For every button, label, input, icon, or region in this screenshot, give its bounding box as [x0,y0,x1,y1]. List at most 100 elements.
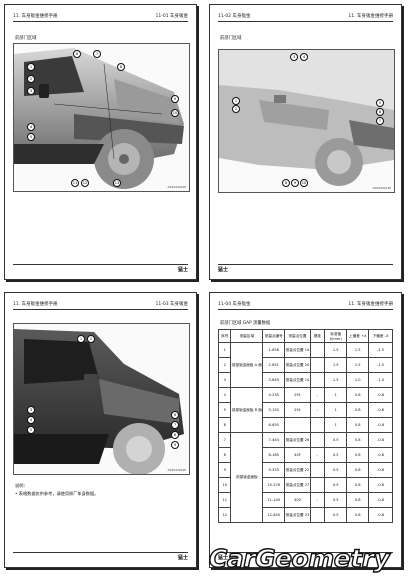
table-cell [309,432,326,448]
callout-12: 12 [81,179,89,187]
callout-5: 5 [27,133,35,141]
table-cell [309,342,326,358]
note-title: 说明： [15,483,28,488]
table-cell: 9-333 [262,462,286,478]
section-title: 前部门区域 GAP 测量数据 [220,321,271,326]
table-cell: 测量点位置 23 [284,507,311,523]
table-cell [309,462,326,478]
table-cell: 0.8 [346,432,370,448]
callout-9: 9 [291,179,299,187]
table-cell: 291 [284,387,311,403]
callout-1: 1 [77,335,85,343]
table-cell: 0.5 [324,462,348,478]
page-footer: 猛士 [218,264,393,273]
table-cell: 0.8 [346,492,370,508]
note-text: • 表格数据仅供参考，请使用原厂车身数据。 [15,491,99,496]
table-cell: 0.8 [346,462,370,478]
gap-spec-table: 序号 测量区域 测量点编号 测量点位置 基准 标准值 X(mm) 上偏差 +X … [217,329,393,523]
table-cell: 0.8 [346,387,370,403]
table-cell: -0.8 [368,417,393,433]
table-cell: 测量点位置 20 [284,357,311,373]
table-cell: 5 [217,402,232,418]
table-cell [309,357,326,373]
header-right: 11-01 车身钣金 [155,14,188,19]
table-cell: 4 [217,387,232,403]
page-header: 11-04 车身钣金 11. 车身钣金维修手册 [218,299,393,310]
col-header: 测量点编号 [262,329,286,343]
table-cell: 0.5 [324,447,348,463]
table-cell [284,417,311,433]
header-right: 11. 车身钣金维修手册 [348,302,393,307]
table-cell: 2 [217,357,232,373]
header-right: 11-03 车身钣金 [155,302,188,307]
page-footer: 猛士 [218,552,393,561]
table-cell: 0.8 [346,417,370,433]
figure-code: DX25A0013E [372,186,391,190]
table-cell: 12-840 [262,507,286,523]
table-cell [309,417,326,433]
table-cell: 7-444 [262,432,286,448]
col-header: 测量点位置 [284,329,311,343]
callout-6: 6 [376,108,384,116]
col-header: 序号 [217,329,232,343]
table-cell: 7 [217,432,232,448]
callout-4: 4 [27,416,35,424]
vehicle-front-illustration [14,48,184,189]
callout-7: 7 [93,50,101,58]
manual-page-2: 11-02 车身钣金 11. 车身钣金维修手册 前部门区域 DX25A0013E… [209,4,402,280]
table-cell: 1 [324,387,348,403]
table-cell: -0.8 [368,447,393,463]
table-cell: 测量点位置 22 [284,462,311,478]
table-cell: 测量点位置 14 [284,342,311,358]
callout-6: 6 [73,50,81,58]
callout-7: 7 [376,117,384,125]
callout-10: 10 [171,109,179,117]
page-header: 11. 车身钣金维修手册 11-03 车身钣金 [13,299,188,310]
table-cell: 0.8 [346,402,370,418]
table-cell: 8-185 [262,447,286,463]
footer-brand: 猛士 [218,267,229,273]
group-cell: 前部钣金面板 B 面 [230,387,264,433]
cargeometry-logo-mark: CarGeometry [208,543,392,573]
table-cell: 4-235 [262,387,286,403]
col-header: 标准值 X(mm) [324,329,348,343]
table-cell: - [309,402,326,418]
table-cell: 1 [324,417,348,433]
page-header: 11. 车身钣金维修手册 11-01 车身钣金 [13,11,188,22]
header-left: 11. 车身钣金维修手册 [13,14,58,19]
table-cell: 291 [284,402,311,418]
table-cell: 6-650 [262,417,286,433]
group-cell: 前部钣金面板 A 面 [230,342,264,388]
callout-8: 8 [282,179,290,187]
callout-6: 6 [171,411,179,419]
page-footer: 猛士 [13,552,188,561]
manual-page-3: 11. 车身钣金维修手册 11-03 车身钣金 DX25A0014E 1 2 3… [4,292,197,568]
table-cell: 10 [217,477,232,493]
table-header-row: 序号 测量区域 测量点编号 测量点位置 基准 标准值 X(mm) 上偏差 +X … [217,329,393,343]
page-header: 11-02 车身钣金 11. 车身钣金维修手册 [218,11,393,22]
table-cell: - [309,447,326,463]
table-cell: -0.8 [368,477,393,493]
footer-brand: 猛士 [177,555,188,561]
table-cell: 6 [217,417,232,433]
table-cell: 5-150 [262,402,286,418]
callout-2: 2 [232,105,240,113]
table-cell: 400 [284,492,311,508]
table-cell [309,372,326,388]
table-cell: -0.8 [368,462,393,478]
table-cell: 40F [284,447,311,463]
callout-3: 3 [27,87,35,95]
col-header: 基准 [309,329,326,343]
table-cell: 0.8 [346,507,370,523]
manual-page-4: 11-04 车身钣金 11. 车身钣金维修手册 前部门区域 GAP 测量数据 序… [209,292,402,568]
header-left: 11-02 车身钣金 [218,14,251,19]
table-cell: 11-140 [262,492,286,508]
callout-5: 5 [27,426,35,434]
col-header: 上偏差 +X [346,329,370,343]
logo-text: CarGeometry [209,544,391,573]
